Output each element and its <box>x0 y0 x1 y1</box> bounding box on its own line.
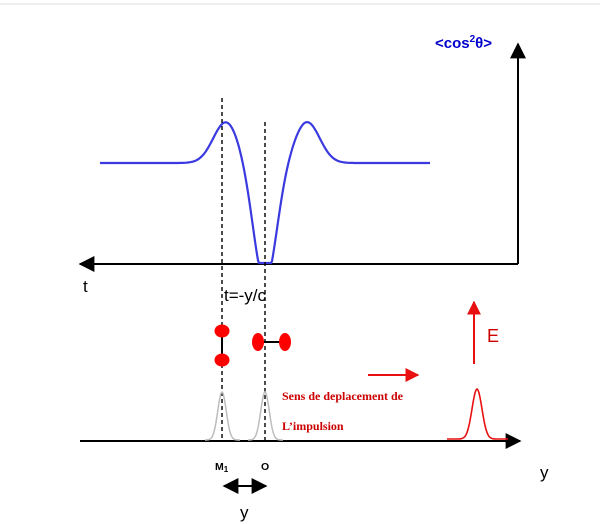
time-axis-label: t <box>83 277 88 296</box>
y-axis-label: <cos2θ> <box>435 34 492 52</box>
propagation-text-line2: L’impulsion <box>282 419 344 433</box>
y-axis-label-suffix: θ> <box>475 35 492 52</box>
marker-m1-label: M1 <box>215 461 229 474</box>
upper-plot: <cos2θ> t t=-y/c <box>80 34 518 440</box>
molecule-o-atom-left <box>252 333 264 351</box>
marker-o-label: O <box>261 461 269 473</box>
distance-label: y <box>240 503 249 522</box>
y-axis-label-prefix: <cos <box>435 35 470 52</box>
molecule-o-antialigned <box>252 333 291 351</box>
marker-m1-subscript: 1 <box>224 465 229 474</box>
laser-pulse <box>447 389 508 439</box>
time-marker-label: t=-y/c <box>224 286 267 305</box>
marker-m1-letter: M <box>215 461 224 473</box>
molecule-m1-atom-bottom <box>215 354 230 367</box>
space-axis-label: y <box>540 463 549 482</box>
molecule-m1-aligned <box>215 325 230 367</box>
lower-plot: y Sens de deplacement de L’impulsion E M… <box>80 302 549 522</box>
molecule-o-atom-right <box>279 333 291 351</box>
propagation-text-line1: Sens de deplacement de <box>282 389 404 403</box>
molecule-m1-atom-top <box>215 325 230 338</box>
field-label: E <box>487 326 499 346</box>
